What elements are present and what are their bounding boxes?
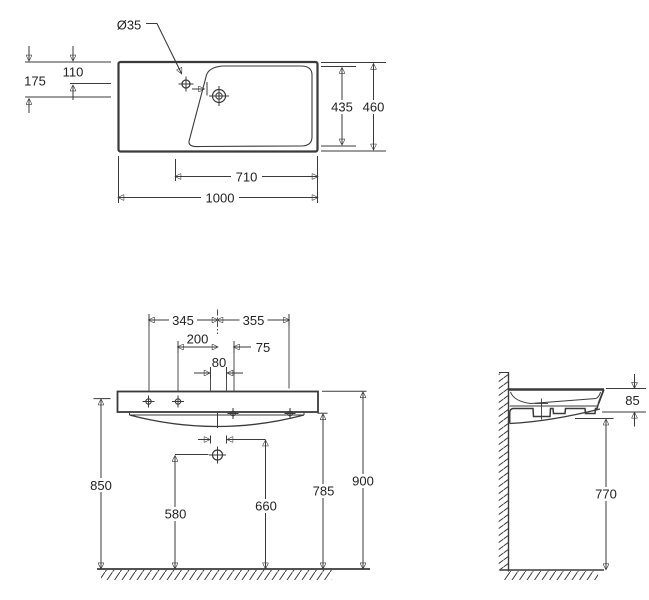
side-view: 85 770 xyxy=(498,372,646,580)
dim-770-label: 770 xyxy=(595,487,617,502)
side-floor xyxy=(500,569,604,580)
dim-785-label: 785 xyxy=(313,484,335,499)
front-floor xyxy=(97,568,370,580)
dim-900-label: 900 xyxy=(352,474,374,489)
front-view-upper-dimensions: 345 355 200 75 80 xyxy=(148,309,290,391)
dim-110-label: 110 xyxy=(63,65,84,80)
dim-580-label: 580 xyxy=(165,507,187,522)
extension-lines xyxy=(148,326,290,391)
dim-435-label: 435 xyxy=(331,100,353,115)
side-view-basin-profile xyxy=(508,388,605,425)
top-view-bottom-dimensions: 710 1000 xyxy=(119,156,318,206)
dim-200-label: 200 xyxy=(187,332,209,347)
top-view-outline xyxy=(117,60,319,153)
diameter-leader xyxy=(146,22,182,74)
dim-80-label: 80 xyxy=(212,355,226,370)
dim-850-label: 850 xyxy=(90,478,112,493)
wall xyxy=(498,372,510,572)
front-view: 345 355 200 75 80 xyxy=(86,309,378,580)
front-view-outline xyxy=(116,390,319,428)
top-view: Ø35 110 175 435 460 xyxy=(24,18,388,206)
apron-hole-marker-left xyxy=(227,408,239,419)
dim-175-label: 175 xyxy=(24,74,46,89)
front-view-height-dimensions: 850 580 660 785 900 xyxy=(86,390,378,568)
faucet-hole-marker xyxy=(178,76,208,96)
top-view-right-dimensions: 435 460 xyxy=(321,62,388,152)
side-view-dimensions: 85 770 xyxy=(575,374,646,569)
dim-710-label: 710 xyxy=(236,170,258,185)
dim-1000-label: 1000 xyxy=(206,191,235,206)
fixing-hole-marker-left xyxy=(142,395,155,408)
dim-faucet-diameter-label: Ø35 xyxy=(117,18,142,33)
top-view-left-dimensions: 110 175 xyxy=(24,46,111,113)
dim-460-label: 460 xyxy=(363,100,385,115)
apron-hole-marker-right xyxy=(284,408,296,419)
dim-345-label: 345 xyxy=(172,313,194,328)
dim-75-label: 75 xyxy=(256,340,270,355)
trap-width-markers xyxy=(198,435,266,444)
dim-660-label: 660 xyxy=(255,499,277,514)
dim-355-label: 355 xyxy=(243,313,265,328)
dim-85-label: 85 xyxy=(625,393,639,408)
fixing-hole-marker-right xyxy=(172,395,184,408)
trap-centre-marker xyxy=(175,446,226,464)
drain-hole-marker xyxy=(209,86,229,106)
